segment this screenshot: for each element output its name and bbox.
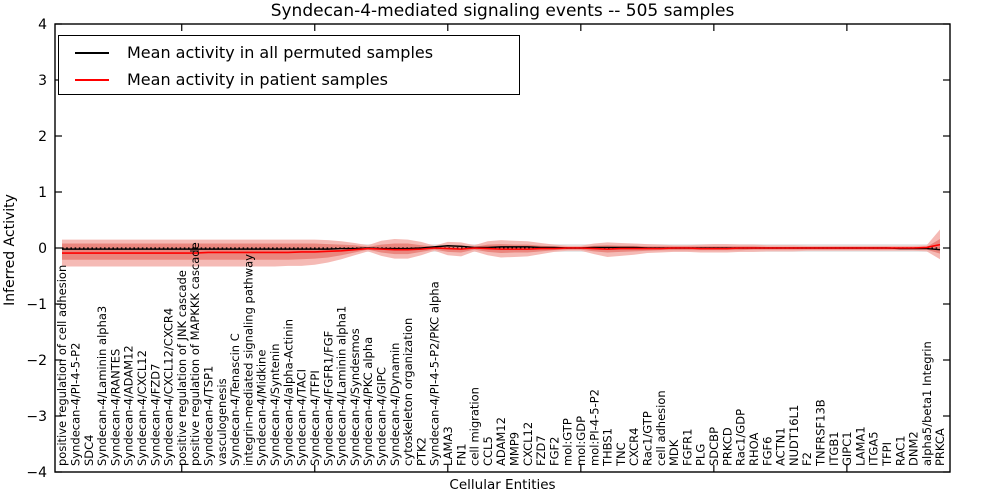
x-tick-label: Syndecan-4/PKC alpha: [361, 337, 375, 466]
x-tick-label: Syndecan-4/FGFR1/FGF: [321, 331, 335, 466]
x-tick-label: vasculogenesis: [215, 378, 229, 466]
x-tick-label: Rac1/GDP: [734, 409, 748, 466]
x-tick-label: Syndecan-4/FZD7: [148, 364, 162, 466]
legend-item-patient: Mean activity in patient samples: [59, 66, 519, 93]
y-tick-label: −4: [26, 465, 47, 481]
x-tick-label: integrin-mediated signaling pathway: [241, 254, 255, 466]
x-tick-label: Syndecan-4/TACI: [295, 369, 309, 466]
x-tick-label: CXCL12: [521, 422, 535, 466]
x-tick-label: CCL5: [481, 436, 495, 466]
x-tick-label: cell migration: [468, 387, 482, 466]
x-tick-label: mol:PI-4-5-P2: [587, 389, 601, 466]
x-tick-label: cytoskeleton organization: [401, 318, 415, 466]
y-tick-label: −1: [26, 297, 47, 313]
x-tick-label: FZD7: [534, 435, 548, 466]
x-tick-label: alpha5/beta1 Integrin: [920, 341, 934, 466]
x-tick-label: FGF6: [760, 437, 774, 466]
x-tick-label: THBS1: [601, 428, 615, 467]
x-tick-label: TFPI: [880, 442, 894, 467]
x-tick-label: PLG: [694, 444, 708, 466]
x-tick-label: RAC1: [893, 435, 907, 466]
x-tick-label: Syndecan-4/CXCL12: [135, 350, 149, 466]
x-tick-label: MDK: [667, 439, 681, 466]
x-tick-label: Syndecan-4/Dynamin: [388, 343, 402, 466]
x-tick-label: Syndecan-4/Midkine: [255, 350, 269, 466]
x-tick-label: mol:GTP: [561, 418, 575, 466]
x-tick-label: FGF2: [547, 437, 561, 466]
x-tick-label: Syndecan-4/Laminin alpha3: [95, 306, 109, 466]
legend-label-permuted: Mean activity in all permuted samples: [127, 43, 434, 62]
x-tick-label: CXCR4: [627, 428, 641, 466]
x-tick-label: SDC4: [82, 434, 96, 466]
legend: Mean activity in all permuted samples Me…: [58, 35, 520, 95]
y-tick-label: 4: [38, 17, 47, 33]
y-axis-label: Inferred Activity: [2, 194, 18, 306]
x-tick-label: Syndecan-4/PI-4-5-P2: [69, 343, 83, 466]
x-tick-label: Syndecan-4/RANTES: [108, 349, 122, 466]
x-tick-label: SDCBP: [707, 427, 721, 466]
x-tick-label: Syndecan-4/Tenascin C: [228, 333, 242, 466]
x-tick-label: Syndecan-4/ADAM12: [122, 345, 136, 466]
x-tick-label: Syndecan-4/TSP1: [202, 366, 216, 466]
x-tick-label: Syndecan-4/GIPC: [374, 367, 388, 466]
x-tick-label: NUDT16L1: [787, 405, 801, 466]
x-tick-label: GIPC1: [840, 431, 854, 466]
x-tick-label: FGFR1: [680, 429, 694, 466]
x-tick-label: F2: [800, 452, 814, 466]
y-tick-label: −3: [26, 409, 47, 425]
y-tick-label: 3: [38, 73, 47, 89]
permuted-line-swatch: [75, 51, 109, 54]
x-tick-label: LAMA1: [853, 426, 867, 466]
x-tick-label: MMP9: [508, 432, 522, 466]
x-tick-label: Rac1/GTP: [641, 411, 655, 466]
y-tick-label: −2: [26, 353, 47, 369]
x-tick-label: Syndecan-4/TFPI: [308, 370, 322, 466]
x-tick-label: ITGA5: [867, 431, 881, 466]
x-tick-label: RHOA: [747, 433, 761, 466]
patient-line-swatch: [75, 78, 109, 81]
x-tick-label: TNFRSF13B: [813, 399, 827, 467]
x-tick-label: Syndecan-4/alpha-Actinin: [281, 319, 295, 466]
patient-mean-line: [62, 243, 941, 254]
x-tick-label: Syndecan-4/Laminin alpha1: [335, 306, 349, 466]
x-tick-label: TNC: [614, 442, 628, 467]
chart-title: Syndecan-4-mediated signaling events -- …: [270, 1, 735, 21]
x-tick-label: PRKCD: [720, 427, 734, 466]
x-tick-label: PTK2: [414, 437, 428, 466]
x-tick-label: positive regulation of MAPKKK cascade: [188, 242, 202, 466]
x-tick-label: ITGB1: [827, 431, 841, 466]
legend-label-patient: Mean activity in patient samples: [127, 70, 388, 89]
x-tick-label: DNM2: [907, 431, 921, 466]
x-tick-label: LAMA3: [441, 426, 455, 466]
y-tick-label: 1: [38, 185, 47, 201]
y-tick-label: 0: [38, 241, 47, 257]
x-axis-label: Cellular Entities: [449, 477, 556, 493]
x-tick-label: Syndecan-4/Syndesmos: [348, 328, 362, 466]
x-tick-label: Syndecan-4/Syntenin: [268, 343, 282, 466]
x-tick-label: ADAM12: [494, 417, 508, 466]
x-tick-label: PRKCA: [933, 428, 947, 466]
x-tick-label: positive regulation of JNK cascade: [175, 270, 189, 466]
x-tick-label: Syndecan-4/PI-4-5-P2/PKC alpha: [428, 281, 442, 466]
x-tick-label: cell adhesion: [654, 390, 668, 466]
y-tick-label: 2: [38, 129, 47, 145]
x-tick-label: mol:GDP: [574, 416, 588, 466]
x-tick-label: ACTN1: [774, 427, 788, 466]
legend-item-permuted: Mean activity in all permuted samples: [59, 39, 519, 66]
x-tick-label: FN1: [454, 443, 468, 466]
x-tick-label: positive regulation of cell adhesion: [55, 265, 69, 466]
x-tick-label: Syndecan-4/CXCL12/CXCR4: [162, 308, 176, 466]
